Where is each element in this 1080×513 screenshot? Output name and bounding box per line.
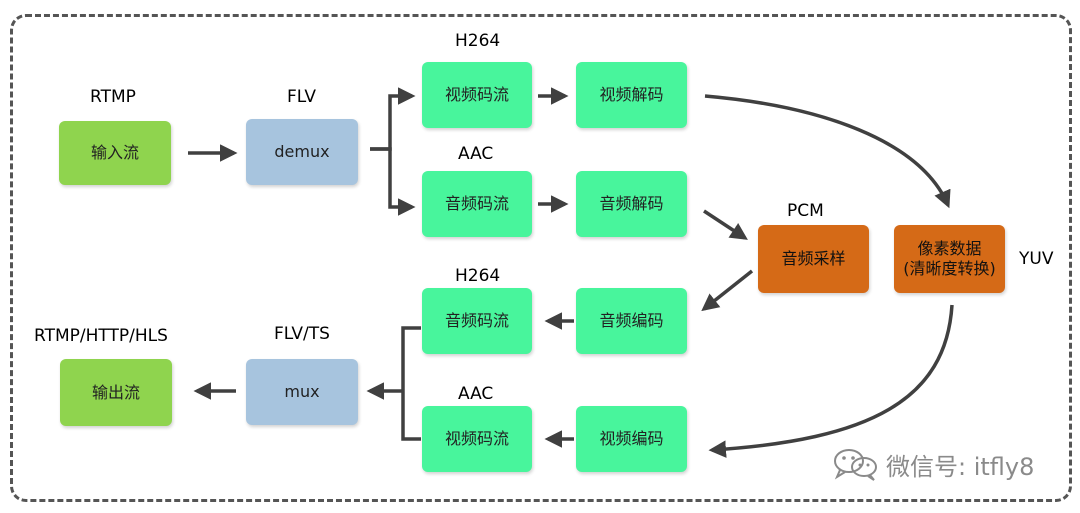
watermark: 微信号: itfly8 <box>832 444 1057 484</box>
video-stream-out-box: 视频码流 <box>422 406 532 472</box>
arrow-demux-to-audio <box>370 147 416 216</box>
label-flv: FLV <box>287 87 317 107</box>
video-stream-in-box: 视频码流 <box>422 62 532 128</box>
label-pcm: PCM <box>787 201 824 221</box>
arrow-streams-to-mux <box>370 326 421 441</box>
label-rtmp-http-hls: RTMP/HTTP/HLS <box>34 326 168 346</box>
audio-decode-box: 音频解码 <box>576 171 687 237</box>
audio-sample-box: 音频采样 <box>758 225 869 293</box>
video-encode-box: 视频编码 <box>576 406 687 472</box>
audio-stream-out-box: 音频码流 <box>422 288 532 354</box>
output-stream-box: 输出流 <box>60 359 172 426</box>
watermark-text: 微信号: itfly8 <box>886 452 1035 481</box>
audio-stream-in-box: 音频码流 <box>422 171 532 237</box>
mux-box: mux <box>246 359 358 425</box>
arrow-video-decode-to-pixel <box>704 94 951 209</box>
audio-encode-box: 音频编码 <box>576 288 687 354</box>
arrow-sample-to-audio-encode <box>701 269 754 312</box>
diagram-frame <box>10 14 1072 502</box>
label-flv-ts: FLV/TS <box>274 324 330 344</box>
video-decode-box: 视频解码 <box>576 62 687 128</box>
demux-box: demux <box>246 119 358 185</box>
label-rtmp: RTMP <box>90 87 136 107</box>
arrow-pixel-to-video-encode <box>708 304 954 458</box>
input-stream-box: 输入流 <box>59 121 171 185</box>
arrow-demux-to-video <box>370 87 416 151</box>
pixel-data-box: 像素数据 (清晰度转换) <box>894 225 1005 293</box>
label-h264-bottom: H264 <box>455 266 501 286</box>
wechat-icon <box>834 449 877 481</box>
label-h264-top: H264 <box>455 31 501 51</box>
label-aac-bottom: AAC <box>458 384 494 404</box>
label-aac-top: AAC <box>458 144 494 164</box>
label-yuv: YUV <box>1019 249 1054 269</box>
arrow-audio-decode-to-sample <box>703 209 748 240</box>
